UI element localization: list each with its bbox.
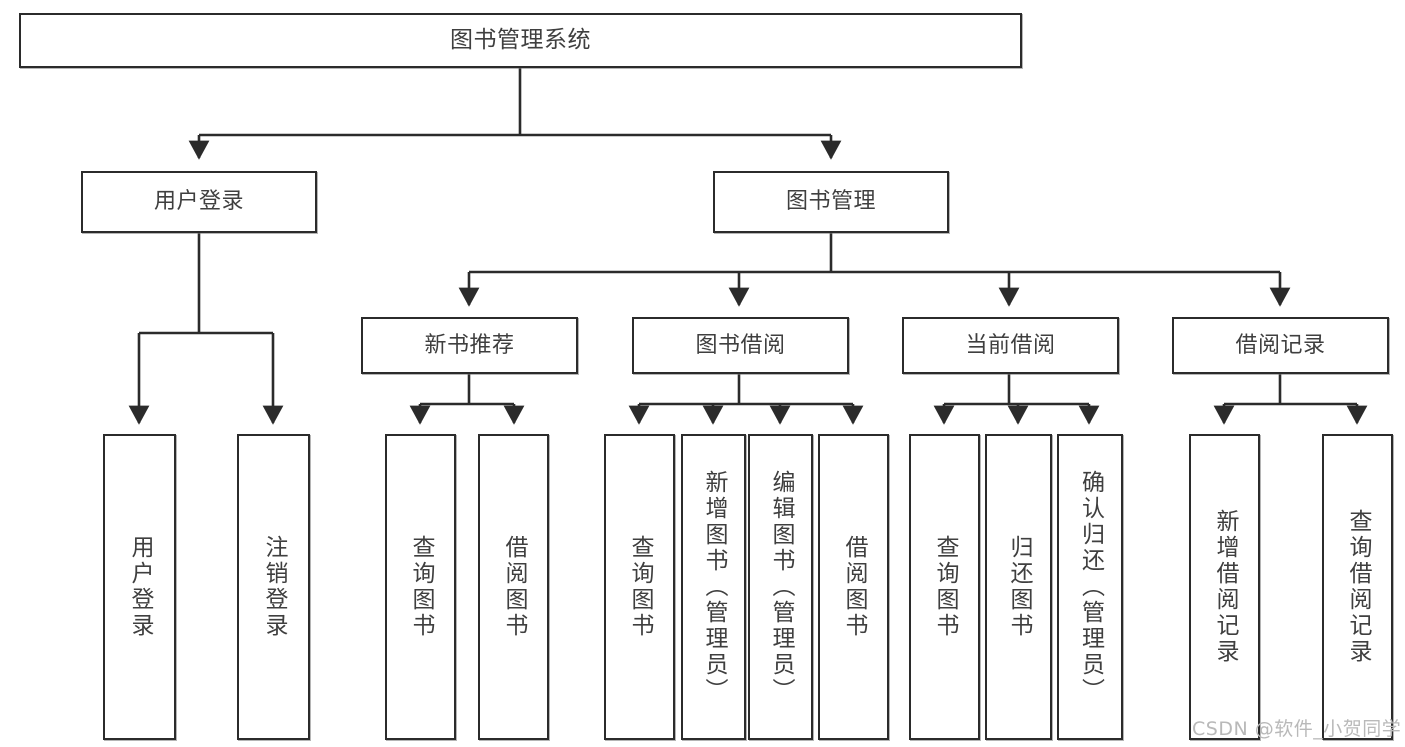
node-leaf-query-book-2[interactable]: 查询图书 (604, 434, 675, 740)
node-current-borrow[interactable]: 当前借阅 (902, 317, 1119, 374)
node-leaf-query-book-1[interactable]: 查询图书 (385, 434, 456, 740)
node-leaf-user-logout-label: 注销登录 (261, 535, 287, 639)
node-leaf-query-record[interactable]: 查询借阅记录 (1322, 434, 1393, 740)
csdn-watermark: CSDN @软件_小贺同学 (1192, 718, 1402, 740)
node-leaf-return-book[interactable]: 归还图书 (985, 434, 1052, 740)
node-leaf-query-book-2-label: 查询图书 (627, 535, 653, 639)
node-leaf-borrow-book-2[interactable]: 借阅图书 (818, 434, 889, 740)
node-new-book-recommend-label: 新书推荐 (424, 332, 515, 358)
node-leaf-borrow-book-1[interactable]: 借阅图书 (478, 434, 549, 740)
node-book-borrow[interactable]: 图书借阅 (632, 317, 849, 374)
node-leaf-add-book-label: 新增图书（管理员） (701, 470, 727, 704)
node-leaf-add-book[interactable]: 新增图书（管理员） (681, 434, 746, 740)
node-leaf-borrow-book-1-label: 借阅图书 (501, 535, 527, 639)
node-leaf-confirm-return-label: 确认归还（管理员） (1077, 470, 1104, 704)
node-leaf-return-book-label: 归还图书 (1006, 535, 1032, 639)
node-leaf-user-login[interactable]: 用户登录 (103, 434, 176, 740)
node-leaf-confirm-return[interactable]: 确认归还（管理员） (1057, 434, 1123, 740)
node-leaf-query-book-3-label: 查询图书 (932, 535, 958, 639)
node-leaf-query-book-1-label: 查询图书 (408, 535, 434, 639)
node-user-login[interactable]: 用户登录 (81, 171, 317, 233)
node-leaf-add-record-label: 新增借阅记录 (1212, 509, 1238, 665)
node-leaf-borrow-book-2-label: 借阅图书 (841, 535, 867, 639)
node-root-label: 图书管理系统 (450, 26, 591, 53)
node-borrow-record[interactable]: 借阅记录 (1172, 317, 1389, 374)
node-book-management[interactable]: 图书管理 (713, 171, 949, 233)
node-borrow-record-label: 借阅记录 (1235, 332, 1326, 358)
node-book-borrow-label: 图书借阅 (695, 332, 786, 358)
node-book-management-label: 图书管理 (785, 189, 876, 215)
node-leaf-user-logout[interactable]: 注销登录 (237, 434, 310, 740)
node-leaf-edit-book[interactable]: 编辑图书（管理员） (748, 434, 813, 740)
node-leaf-query-book-3[interactable]: 查询图书 (909, 434, 980, 740)
node-root[interactable]: 图书管理系统 (19, 13, 1022, 68)
node-new-book-recommend[interactable]: 新书推荐 (361, 317, 578, 374)
node-leaf-query-record-label: 查询借阅记录 (1345, 509, 1371, 665)
node-current-borrow-label: 当前借阅 (965, 332, 1056, 358)
node-leaf-add-record[interactable]: 新增借阅记录 (1189, 434, 1260, 740)
node-leaf-edit-book-label: 编辑图书（管理员） (768, 470, 794, 704)
node-leaf-user-login-label: 用户登录 (127, 535, 153, 639)
node-user-login-label: 用户登录 (153, 189, 244, 215)
